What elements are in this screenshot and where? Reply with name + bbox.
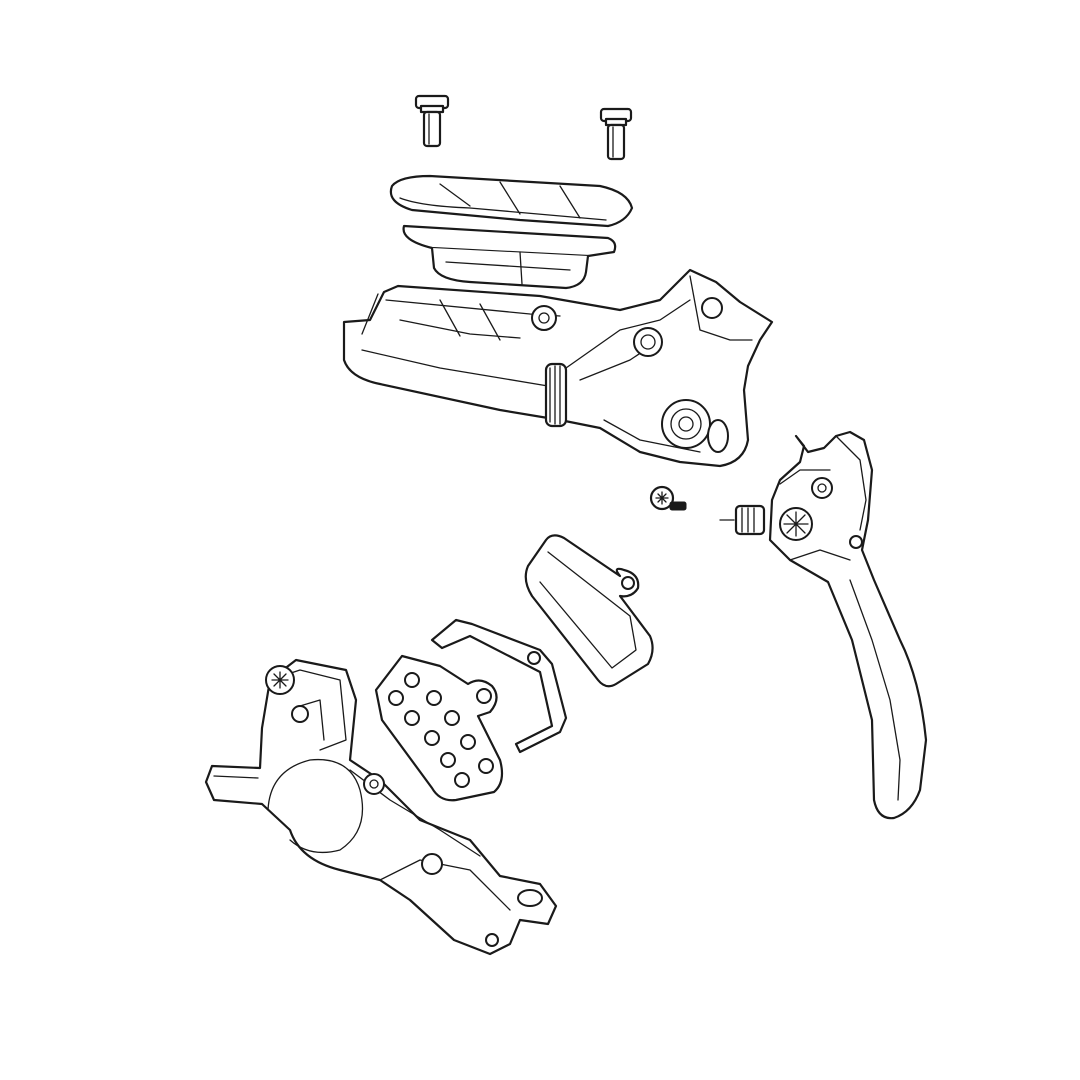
- pad-spring: [430, 618, 568, 754]
- bladder: [402, 224, 617, 290]
- brake-pad-front: [524, 534, 654, 688]
- reservoir-cap: [389, 174, 634, 228]
- bolt-left: [414, 94, 450, 148]
- master-cylinder-body: [342, 268, 774, 468]
- bolt-right: [599, 107, 633, 161]
- small-screw: [649, 485, 687, 511]
- brake-lever: [768, 430, 928, 820]
- lever-pivot-bushing: [719, 504, 766, 536]
- brake-pad-back: [374, 654, 504, 802]
- caliper: [204, 658, 558, 956]
